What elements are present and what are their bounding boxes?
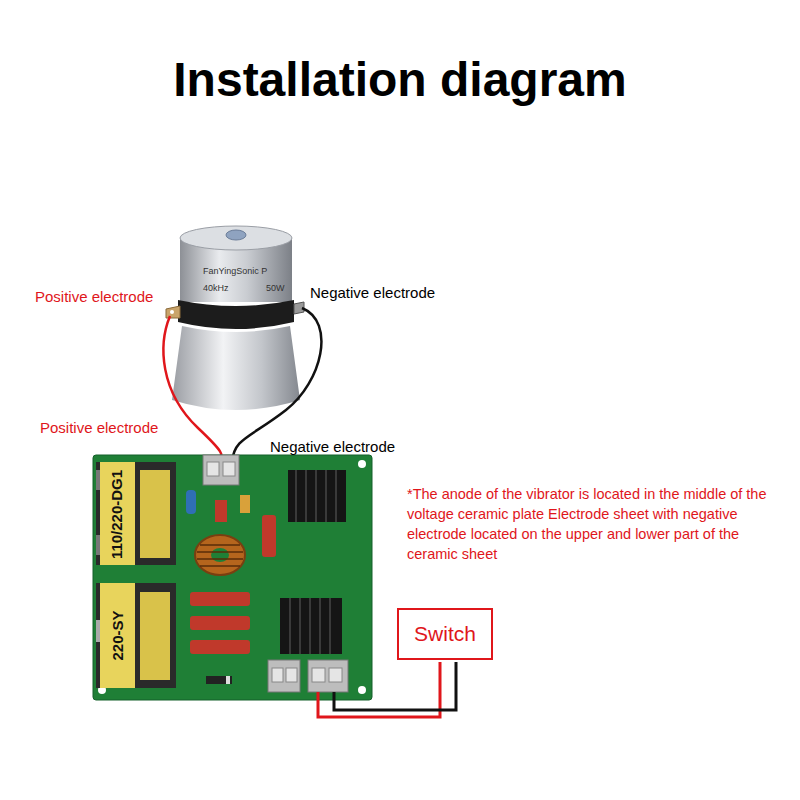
label-wrap: Negative electrode [270,438,395,455]
title-wrap: Installation diagram [0,52,800,107]
pcb [93,455,372,700]
diagram-title: Installation diagram [0,52,800,107]
switch-label: Switch [414,622,476,646]
label-wrap: Negative electrode [310,284,435,301]
black-wire [334,662,456,710]
label-wrap: *The anode of the vibrator is located in… [407,484,789,564]
electrode-label: Positive electrode [40,419,158,436]
label-wrap: 110/220-DG1 [117,514,206,531]
switch-box: Switch [397,608,493,660]
red-wire [163,316,221,462]
electrode-label: Positive electrode [35,288,153,305]
power-text: 50W [266,283,285,293]
electrode-label: Negative electrode [270,438,395,455]
transducer [166,226,304,410]
label-wrap: FanYingSonic P [203,266,267,276]
label-wrap: 40kHz [203,283,229,293]
label-wrap: 50W [266,283,285,293]
frequency-text: 40kHz [203,283,229,293]
note-text: *The anode of the vibrator is located in… [407,484,789,564]
brand-text: FanYingSonic P [203,266,267,276]
transformer-label: 110/220-DG1 [109,469,126,558]
transformer-label: 220-SY [109,610,126,660]
electrode-label: Negative electrode [310,284,435,301]
label-wrap: Positive electrode [40,419,158,436]
label-wrap: 220-SY [117,635,167,652]
label-wrap: Positive electrode [35,288,153,305]
